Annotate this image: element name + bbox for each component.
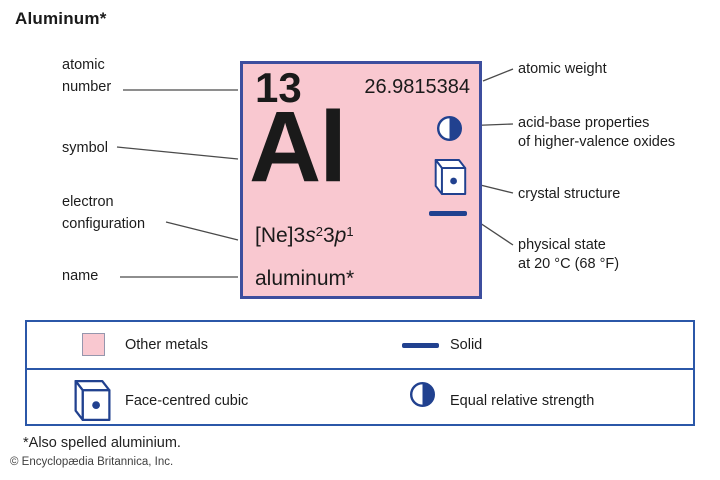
label-physical-state: physical state at 20 °C (68 °F): [518, 237, 620, 272]
equal-relative-strength-icon: [409, 381, 436, 408]
element-symbol: Al: [249, 91, 347, 203]
legend-divider: [27, 367, 693, 370]
crystal-structure-cube-icon: [433, 154, 467, 200]
page-title: Aluminum*: [15, 9, 107, 28]
solid-line-icon: [402, 343, 439, 348]
label-atomic-number: atomic number: [62, 57, 112, 95]
label-electron-configuration: electron configuration: [62, 194, 146, 232]
label-atomic-weight: atomic weight: [518, 61, 607, 77]
element-card: 13 26.9815384 Al [Ne]3s23p1 alumin: [240, 61, 482, 299]
face-centred-cubic-icon: [72, 378, 112, 423]
atomic-number-value: 13: [255, 64, 302, 111]
legend-label-solid: Solid: [450, 337, 483, 353]
label-crystal-structure: crystal structure: [518, 186, 621, 202]
label-name: name: [62, 268, 99, 284]
acid-base-half-circle-icon: [436, 115, 463, 142]
electron-configuration-value: [Ne]3s23p1: [255, 224, 354, 247]
legend-box: Other metals Solid Face-centred cubic Eq…: [25, 320, 695, 426]
label-symbol: symbol: [62, 140, 108, 156]
legend-label-face-centred-cubic: Face-centred cubic: [125, 393, 249, 409]
footnote: *Also spelled aluminium.: [23, 435, 181, 451]
legend-label-equal-relative-strength: Equal relative strength: [450, 393, 595, 409]
line-symbol: [116, 146, 239, 160]
legend-label-other-metals: Other metals: [125, 337, 208, 353]
line-atomic-weight: [482, 68, 514, 82]
element-name: aluminum*: [255, 267, 355, 290]
copyright: © Encyclopædia Britannica, Inc.: [10, 456, 174, 468]
atomic-weight-value: 26.9815384: [364, 76, 470, 98]
line-electron-configuration: [165, 221, 239, 241]
label-acid-base-properties: acid-base properties of higher-valence o…: [518, 115, 676, 150]
physical-state-solid-line-icon: [429, 211, 467, 216]
other-metals-swatch-icon: [82, 333, 105, 356]
